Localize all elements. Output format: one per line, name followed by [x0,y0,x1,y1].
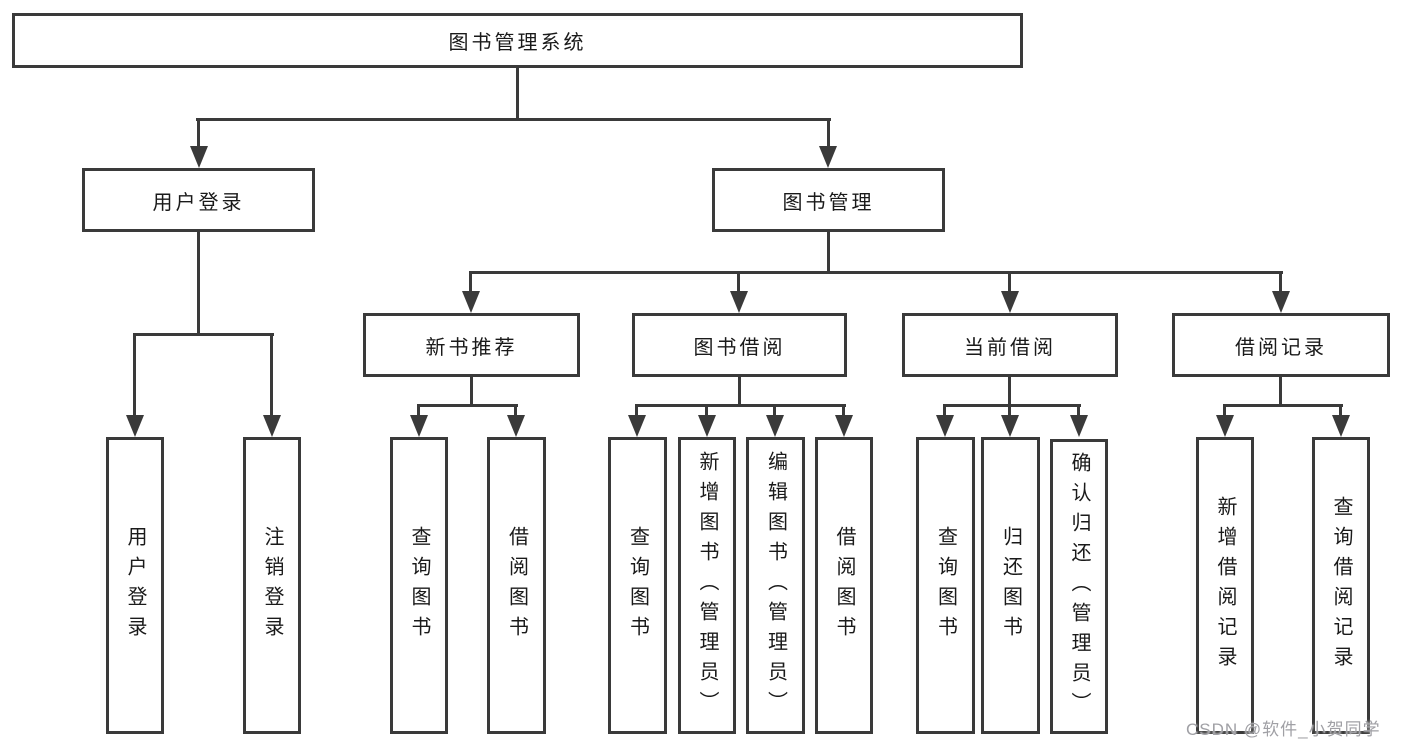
leaf-add-books-admin: 新增图书（管理员） [678,437,736,734]
connector-to-leaf-login [133,333,136,417]
connector-user-login-stem [197,232,200,336]
connector-leaf-line [1008,404,1011,418]
connector-new-book-stem [470,377,473,407]
arrowhead-leaf [936,415,954,437]
arrowhead-leaf [410,415,428,437]
connector-leaf-line [943,404,946,418]
arrowhead-leaf [766,415,784,437]
node-new-book-recommend: 新书推荐 [363,313,580,377]
arrowhead-leaf-login [126,415,144,437]
connector-borrow-records-rail [1223,404,1343,407]
node-current-borrow: 当前借阅 [902,313,1118,377]
node-user-login: 用户登录 [82,168,315,232]
leaf-edit-books-admin: 编辑图书（管理员） [746,437,805,734]
leaf-borrow-books-label: 借阅图书 [505,525,528,646]
arrowhead-book-management [819,146,837,168]
connector-to-book-management [827,118,830,148]
connector-borrow-records-stem [1279,377,1282,407]
connector-to-book-borrow [737,271,740,293]
arrowhead-leaf [1070,415,1088,437]
watermark-text: CSDN @软件_小贺同学 [1186,720,1381,739]
arrowhead-new-book [462,291,480,313]
arrowhead-leaf [1216,415,1234,437]
node-book-management: 图书管理 [712,168,945,232]
leaf-add-borrow-record-label: 新增借阅记录 [1214,495,1236,676]
leaf-query-books-current: 查询图书 [916,437,975,734]
leaf-user-login: 用户登录 [106,437,164,734]
connector-book-borrow-stem [738,377,741,407]
arrowhead-leaf [835,415,853,437]
connector-root-stem [516,68,519,120]
arrowhead-book-borrow [730,291,748,313]
connector-leaf-line [773,404,776,418]
connector-user-login-rail [133,333,274,336]
connector-current-borrow-stem [1008,377,1011,407]
leaf-query-books-label: 查询图书 [626,525,649,646]
node-library-system: 图书管理系统 [12,13,1023,68]
connector-leaf-line [417,404,420,418]
node-book-borrow: 图书借阅 [632,313,847,377]
connector-leaf-line [842,404,845,418]
node-book-borrow-label: 图书借阅 [693,336,786,359]
leaf-borrow-books-recommend: 借阅图书 [487,437,546,734]
leaf-query-borrow-record: 查询借阅记录 [1312,437,1370,734]
connector-leaf-line [1223,404,1226,418]
connector-root-rail [196,118,831,121]
leaf-logout-label: 注销登录 [261,525,283,646]
leaf-add-books-admin-label: 新增图书（管理员） [696,450,718,721]
node-new-book-recommend-label: 新书推荐 [425,336,518,359]
arrowhead-user-login [190,146,208,168]
connector-to-current-borrow [1008,271,1011,293]
connector-new-book-rail [417,404,518,407]
leaf-query-books-label: 查询图书 [934,525,957,646]
connector-book-management-stem [827,232,830,274]
connector-leaf-line [635,404,638,418]
connector-to-leaf-logout [270,333,273,417]
connector-to-borrow-records [1279,271,1282,293]
connector-book-management-rail [469,271,1283,274]
leaf-return-books: 归还图书 [981,437,1040,734]
arrowhead-leaf [507,415,525,437]
leaf-query-books-borrow: 查询图书 [608,437,667,734]
node-borrow-records-label: 借阅记录 [1235,336,1327,359]
leaf-confirm-return-admin: 确认归还（管理员） [1050,439,1108,734]
leaf-borrow-books: 借阅图书 [815,437,873,734]
node-borrow-records: 借阅记录 [1172,313,1390,377]
connector-leaf-line [514,404,517,418]
leaf-add-borrow-record: 新增借阅记录 [1196,437,1254,734]
leaf-query-books-recommend: 查询图书 [390,437,448,734]
arrowhead-borrow-records [1272,291,1290,313]
connector-leaf-line [1077,404,1080,418]
connector-leaf-line [705,404,708,418]
leaf-query-books-label: 查询图书 [408,525,430,646]
leaf-borrow-books-label: 借阅图书 [833,525,855,646]
connector-book-borrow-rail [635,404,846,407]
node-user-login-label: 用户登录 [152,191,245,214]
leaf-query-borrow-record-label: 查询借阅记录 [1330,495,1352,676]
connector-to-new-book [469,271,472,293]
connector-leaf-line [1339,404,1342,418]
arrowhead-leaf [1001,415,1019,437]
arrowhead-leaf [1332,415,1350,437]
arrowhead-current-borrow [1001,291,1019,313]
connector-current-borrow-rail [943,404,1081,407]
node-library-system-label: 图书管理系统 [448,32,587,54]
leaf-user-login-label: 用户登录 [124,525,146,646]
arrowhead-leaf-logout [263,415,281,437]
arrowhead-leaf [628,415,646,437]
leaf-return-books-label: 归还图书 [999,525,1022,646]
arrowhead-leaf [698,415,716,437]
leaf-edit-books-admin-label: 编辑图书（管理员） [764,450,787,721]
node-book-management-label: 图书管理 [782,191,875,214]
node-current-borrow-label: 当前借阅 [964,336,1056,359]
leaf-logout: 注销登录 [243,437,301,734]
connector-to-user-login [197,118,200,148]
leaf-confirm-return-admin-label: 确认归还（管理员） [1068,451,1090,722]
